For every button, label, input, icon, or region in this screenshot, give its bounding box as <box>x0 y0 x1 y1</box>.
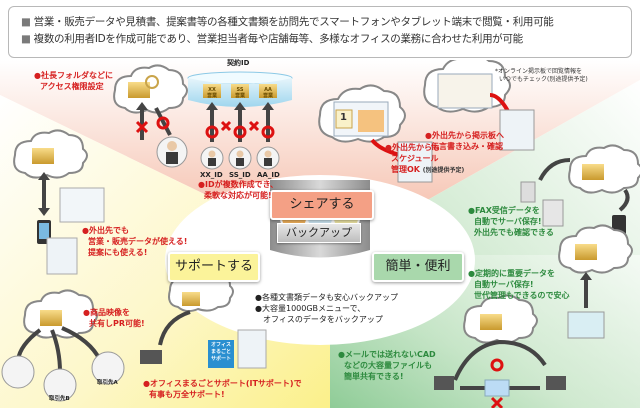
fax-machine-icon <box>542 199 564 227</box>
client-avatars <box>1 351 125 402</box>
office-support-badge-text: オフィス まるごと サポート <box>210 342 231 362</box>
online-board-note: *オンライン掲示板で回覧情報を いつでもチェック(別途提供予定) <box>495 68 588 83</box>
folder-icon <box>40 310 62 326</box>
user-id-xx: XX_ID <box>200 171 223 179</box>
summary-box: ■営業・販売データや見積書、提案書等の各種文書類を訪問先でスマートフォンやタブレ… <box>8 6 632 58</box>
cloud-icon <box>568 144 640 194</box>
calendar-day: 1 <box>340 112 347 123</box>
laptop-icon <box>546 376 566 390</box>
support-label: サポートする <box>168 252 260 282</box>
mail-icon <box>484 379 510 397</box>
cloud-icon <box>113 64 188 114</box>
access-permission-note: ●社長フォルダなどに アクセス権限設定 <box>34 71 113 91</box>
client-a-label: 取引先A <box>97 380 118 386</box>
restore-arrow <box>158 310 191 346</box>
periodic-backup-note: ●定期的に重要データを 自動サーバ保存! 世代管理もできるので安心 <box>468 269 570 300</box>
easy-label: 簡単・便利 <box>372 252 464 282</box>
curved-arrow <box>370 138 401 157</box>
mobile-user-photo <box>499 109 535 151</box>
presentation-photo <box>59 187 105 223</box>
fax-note: ●FAX受信データを 自動でサーバ保存! 外出先でも確認できる <box>468 206 554 237</box>
office-support-badge <box>208 340 234 368</box>
ng-marks <box>220 120 260 132</box>
share-label: シェアする <box>270 190 374 220</box>
laptop-icon <box>434 376 454 390</box>
mobile-use-note: ●外出先でも 営業・販売データが使える! 提案にも使える! <box>82 226 188 257</box>
client-b-label: 取引先B <box>49 396 70 402</box>
support-staff-photo <box>237 329 267 369</box>
user-id-ss: SS_ID <box>229 171 251 179</box>
backup-label: バックアップ <box>277 223 361 243</box>
laptop-icon <box>140 350 162 364</box>
folder-icon <box>231 84 249 98</box>
document-icon <box>520 181 536 203</box>
mobile-user-photo <box>46 237 78 275</box>
summary-line-2: ■複数の利用者IDを作成可能であり、営業担当者毎や店舗毎等、多様なオフィスの業務… <box>21 33 523 45</box>
folder-icon <box>582 164 604 180</box>
folder-icon <box>480 314 502 330</box>
mobile-user-photo <box>397 141 433 183</box>
folder-icon <box>575 244 597 260</box>
folder-icon <box>32 148 54 164</box>
ok-marks <box>205 125 275 139</box>
diagram-canvas: シェアする バックアップ サポートする 簡単・便利 ●各種文書類データも安心バッ… <box>0 59 640 408</box>
lock-icon <box>145 75 159 89</box>
user-id-aa: AA_ID <box>257 171 280 179</box>
folder-icon <box>203 84 221 98</box>
bulletin-board-note: ●外出先から掲示板へ 伝言書き込み・確認 <box>425 131 504 151</box>
folder-icon <box>182 292 200 306</box>
summary-line-1: ■営業・販売データや見積書、提案書等の各種文書類を訪問先でスマートフォンやタブレ… <box>21 16 554 28</box>
folder-icon <box>128 82 150 98</box>
contract-id-title: 契約ID <box>227 59 250 67</box>
backup-notes: ●各種文書類データも安心バックアップ ●大容量1000GBメニューで、 オフィス… <box>255 293 398 324</box>
folder-icon <box>259 84 277 98</box>
multiple-id-note: ●IDが複数作成でき、 柔軟な対応が可能! <box>198 180 279 200</box>
pr-note: ●商品映像を 共有しPR可能! <box>83 308 145 328</box>
diagram-background <box>0 60 640 408</box>
desktop-pc-icon <box>567 311 605 339</box>
bulletin-board-window-icon <box>437 73 493 109</box>
cad-share-note: ●メールでは送れないCAD などの大容量ファイルも 簡単共有できる! <box>338 350 436 381</box>
it-support-note: ●オフィスまるごとサポート(ITサポート)で 有事も万全サポート! <box>143 379 302 399</box>
schedule-note: ●外出先からも スケジュール 管理OK (別途提供予定) <box>385 143 465 174</box>
center-ellipse <box>165 175 475 345</box>
